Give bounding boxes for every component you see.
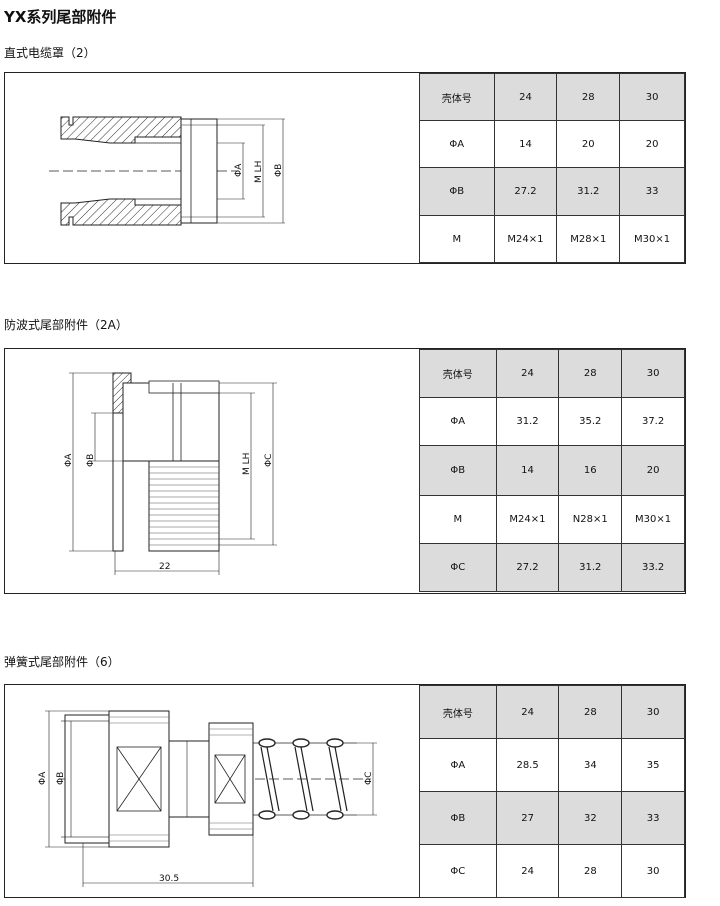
table-cell: 27.2: [495, 543, 560, 592]
section-title-straight-cable-cover: 直式电缆罩（2）: [4, 46, 96, 60]
table-cell: ΦC: [419, 543, 497, 592]
table-cell: 28.5: [495, 738, 560, 792]
table-cell: 28: [558, 844, 623, 898]
table-header-cell: 24: [493, 73, 558, 121]
table-cell: 32: [558, 791, 623, 845]
table-cell: M30×1: [619, 215, 685, 263]
table-cell: N28×1: [558, 495, 623, 544]
dim-label-a: ΦA: [64, 453, 74, 467]
spring-accessory-panel: ΦA ΦB ΦC 30.5 壳体号 24 28 30 ΦA 28.5 34 35…: [4, 684, 686, 898]
table-cell: 31.2: [556, 167, 621, 216]
table-cell: M30×1: [621, 495, 685, 544]
table-cell: 24: [495, 844, 560, 898]
table-cell: 30: [621, 844, 685, 898]
section-title-spring-accessory: 弹簧式尾部附件（6）: [4, 655, 120, 669]
table-cell: 31.2: [558, 543, 623, 592]
table-cell: 14: [493, 120, 558, 168]
table-header-cell: 24: [495, 349, 560, 398]
table-cell: ΦC: [419, 844, 497, 898]
table-cell: 37.2: [621, 397, 685, 446]
dim-label-a: ΦA: [234, 163, 244, 177]
table-cell: ΦB: [419, 791, 497, 845]
table-cell: 33.2: [621, 543, 685, 592]
table-cell: ΦB: [419, 167, 495, 216]
table-cell: M24×1: [493, 215, 558, 263]
straight-cable-cover-drawing: ΦA M LH ΦB: [49, 116, 285, 226]
dim-label-b: ΦB: [56, 772, 66, 785]
table-cell: 35: [621, 738, 685, 792]
table-header-cell: 28: [558, 685, 623, 739]
table-header-cell: 壳体号: [419, 349, 497, 398]
shielding-accessory-drawing: ΦA ΦB M LH ΦC 22: [64, 372, 277, 575]
table-header-cell: 28: [556, 73, 621, 121]
table-cell: 27: [495, 791, 560, 845]
table-cell: ΦA: [419, 120, 495, 168]
dim-label-length: 30.5: [159, 874, 179, 884]
page-title: YX系列尾部附件: [4, 8, 117, 26]
table-cell: M: [419, 495, 497, 544]
table-cell: M24×1: [495, 495, 560, 544]
table-cell: 31.2: [495, 397, 560, 446]
table-cell: 20: [619, 120, 685, 168]
table-cell: 20: [621, 445, 685, 496]
table-cell: 27.2: [493, 167, 558, 216]
shielding-accessory-table: 壳体号 24 28 30 ΦA 31.2 35.2 37.2 ΦB 14 16 …: [419, 349, 685, 592]
table-header-cell: 壳体号: [419, 73, 495, 121]
dim-label-c: ΦC: [264, 454, 274, 467]
table-header-cell: 24: [495, 685, 560, 739]
table-header-cell: 30: [619, 73, 685, 121]
table-cell: ΦA: [419, 397, 497, 446]
shielding-accessory-panel: ΦA ΦB M LH ΦC 22 壳体号 24 28 30 ΦA 31.2 35…: [4, 348, 686, 594]
spring-accessory-drawing: ΦA ΦB ΦC 30.5: [38, 710, 377, 887]
table-cell: ΦB: [419, 445, 497, 496]
dim-label-b: ΦB: [86, 454, 96, 467]
dim-label-length: 22: [159, 562, 170, 572]
table-cell: M28×1: [556, 215, 621, 263]
table-cell: 20: [556, 120, 621, 168]
dim-label-c: ΦC: [364, 772, 374, 785]
spring-accessory-table: 壳体号 24 28 30 ΦA 28.5 34 35 ΦB 27 32 33 Φ…: [419, 685, 685, 898]
table-cell: M: [419, 215, 495, 263]
table-cell: ΦA: [419, 738, 497, 792]
dim-label-a: ΦA: [38, 771, 48, 785]
table-header-cell: 30: [621, 685, 685, 739]
straight-cable-cover-table: 壳体号 24 28 30 ΦA 14 20 20 ΦB 27.2 31.2 33…: [419, 73, 685, 263]
table-cell: 34: [558, 738, 623, 792]
table-cell: 33: [621, 791, 685, 845]
table-cell: 33: [619, 167, 685, 216]
table-header-cell: 壳体号: [419, 685, 497, 739]
dim-label-b: ΦB: [274, 164, 284, 177]
table-header-cell: 30: [621, 349, 685, 398]
table-cell: 35.2: [558, 397, 623, 446]
straight-cable-cover-panel: ΦA M LH ΦB 壳体号 24 28 30 ΦA 14 20 20 ΦB 2…: [4, 72, 686, 264]
table-cell: 14: [495, 445, 560, 496]
table-cell: 16: [558, 445, 623, 496]
section-title-shielding-accessory: 防波式尾部附件（2A）: [4, 318, 128, 332]
dim-label-m-lh: M LH: [254, 161, 264, 183]
table-header-cell: 28: [558, 349, 623, 398]
dim-label-m-lh: M LH: [242, 453, 252, 475]
